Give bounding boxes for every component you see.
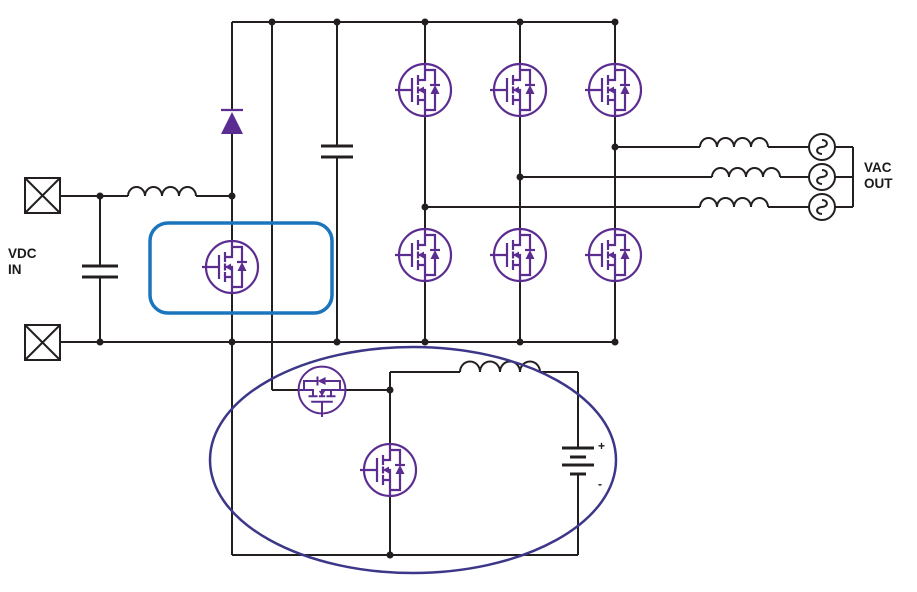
mosfet-inverter-bottom-3 [583, 227, 643, 283]
junction-dots [96, 18, 619, 559]
out-label: OUT [864, 176, 893, 191]
mosfet-inverter-top-1 [393, 62, 453, 118]
terminal-vdc-negative [24, 324, 61, 361]
label-vac-out: VAC OUT [864, 160, 893, 191]
battery-minus-label: - [598, 477, 602, 491]
mosfet-charger-high-side [297, 365, 347, 418]
inductor-phase-1 [699, 137, 769, 148]
ac-source-1 [808, 133, 836, 161]
mosfet-inverter-bottom-1 [393, 227, 453, 283]
inductor-boost [127, 186, 197, 197]
mosfet-boost [200, 239, 260, 295]
mosfet-inverter-top-2 [488, 62, 548, 118]
label-vdc-in: VDC IN [8, 246, 37, 277]
battery-plus-label: + [598, 439, 605, 453]
battery: + - [562, 439, 605, 491]
highlight-box-boost-mosfet [148, 221, 334, 315]
circuit-wires [60, 21, 854, 556]
inductor-phase-2 [711, 167, 781, 178]
mosfet-charger-low-side [358, 442, 418, 498]
terminal-vdc-positive [24, 177, 61, 214]
ac-source-3 [808, 193, 836, 221]
in-label: IN [8, 262, 22, 277]
vac-label: VAC [864, 160, 892, 175]
inductor-charger [459, 360, 541, 373]
inductor-phase-3 [699, 197, 769, 208]
mosfet-inverter-top-3 [583, 62, 643, 118]
vdc-label: VDC [8, 246, 37, 261]
ac-source-2 [808, 163, 836, 191]
capacitor-dc-link [321, 144, 353, 159]
capacitor-input [82, 264, 118, 279]
highlight-ellipse-charger [208, 345, 618, 575]
mosfet-inverter-bottom-2 [488, 227, 548, 283]
diode-boost [221, 108, 243, 134]
